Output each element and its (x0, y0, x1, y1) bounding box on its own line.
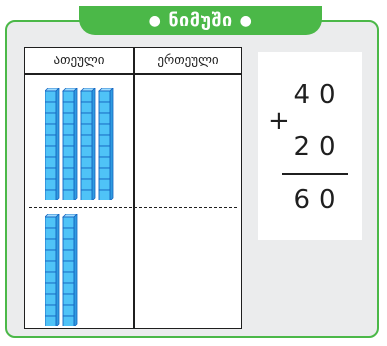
dashed-separator (29, 207, 237, 208)
plus-sign: + (268, 106, 290, 136)
bullet-icon: ● (239, 12, 253, 29)
tens-blocks-bottom (45, 214, 78, 326)
bullet-icon: ● (148, 12, 162, 29)
ones-header: ერთეული (157, 53, 219, 68)
tens-blocks-top (45, 88, 114, 200)
column-divider (133, 48, 135, 328)
title-tab: ● ნიმუში ● (79, 6, 322, 35)
addend-2: 20 (293, 132, 345, 162)
tens-rod (98, 88, 114, 200)
place-value-table: ათეული ერთეული (24, 47, 242, 329)
tens-rod (62, 214, 78, 326)
tens-rod (80, 88, 96, 200)
sum-line (282, 173, 348, 175)
tens-rod (45, 214, 60, 326)
addition-panel: 40 + 20 60 (258, 52, 362, 240)
title-label: ნიმუში (168, 10, 233, 31)
tens-rod (62, 88, 78, 200)
tens-rod (45, 88, 60, 200)
tens-header: ათეული (53, 53, 105, 68)
addend-1: 40 (293, 80, 345, 110)
header-divider (25, 73, 241, 75)
sum-result: 60 (293, 185, 345, 215)
